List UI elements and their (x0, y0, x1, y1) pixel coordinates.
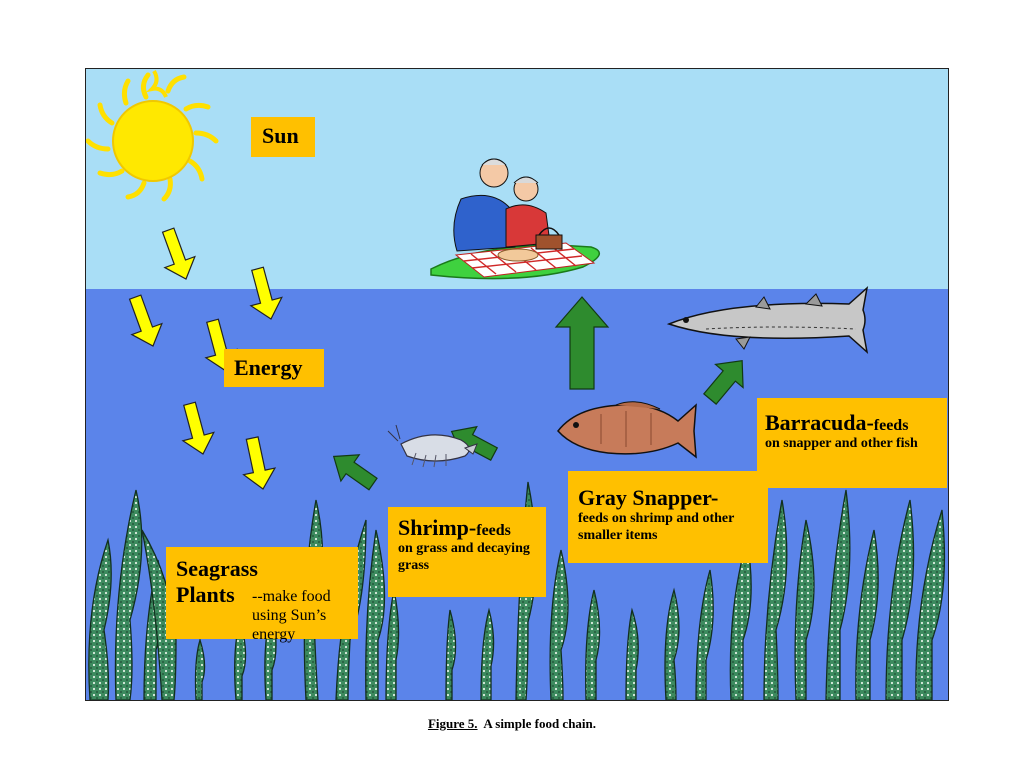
figure-caption: Figure 5. A simple food chain. (0, 716, 1024, 732)
energy-arrow-icon (181, 401, 215, 455)
arrow-snapper-to-humans-icon (554, 296, 610, 390)
food-chain-diagram: Sun Energy Seagrass Plants --make food u… (85, 68, 949, 701)
energy-arrow-icon (128, 294, 163, 347)
barracuda-feeds: feeds (873, 417, 909, 434)
shrimp-label: Shrimp-feeds on grass and decaying grass (388, 507, 546, 597)
humans-picnic-icon (430, 158, 600, 280)
energy-arrow-icon (242, 436, 277, 490)
barracuda-label: Barracuda-feeds on snapper and other fis… (757, 398, 947, 488)
sun-icon (86, 69, 219, 202)
barracuda-icon (666, 285, 869, 355)
shrimp-feeds: feeds (476, 522, 511, 539)
gray-snapper-desc: feeds on shrimp and other smaller items (578, 511, 735, 544)
energy-arrow-icon (161, 227, 196, 280)
arrow-grass-to-shrimp-icon (332, 454, 378, 491)
energy-label: Energy (224, 349, 324, 387)
sun-label: Sun (251, 117, 315, 157)
energy-arrows (128, 227, 283, 490)
shrimp-desc: on grass and decaying grass (398, 541, 530, 574)
seagrass-desc: --make food using Sun’s energy (252, 587, 331, 644)
shrimp-icon (387, 424, 478, 468)
gray-snapper-title: Gray Snapper- (578, 485, 719, 510)
shrimp-title: Shrimp- (398, 515, 477, 540)
seagrass-label: Seagrass Plants --make food using Sun’s … (166, 547, 358, 643)
figure-text: A simple food chain. (483, 716, 597, 731)
gray-snapper-icon (557, 401, 697, 459)
gray-snapper-label: Gray Snapper- feeds on shrimp and other … (568, 471, 768, 563)
barracuda-title: Barracuda- (765, 410, 874, 435)
seagrass-title: Seagrass Plants (176, 556, 258, 608)
arrow-snapper-to-barracuda-icon (703, 360, 744, 405)
energy-arrow-icon (249, 266, 283, 320)
figure-number: Figure 5. (427, 716, 478, 731)
barracuda-desc: on snapper and other fish (765, 436, 918, 452)
